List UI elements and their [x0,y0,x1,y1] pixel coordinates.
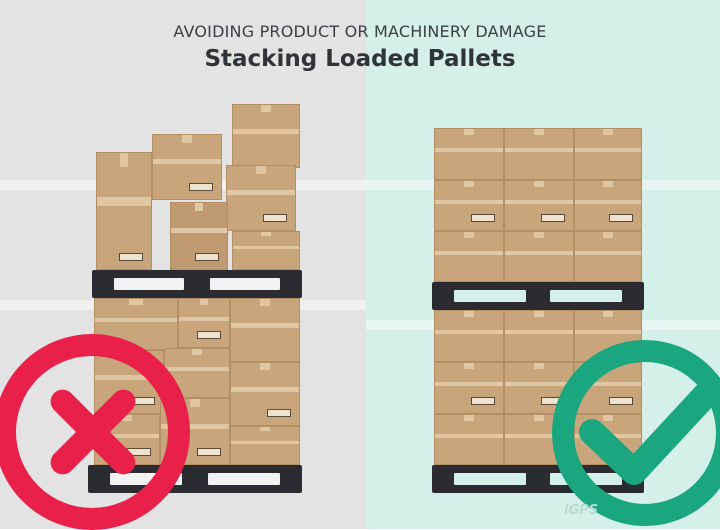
box [230,426,300,465]
box [504,128,574,180]
box [504,180,574,231]
box [96,152,152,270]
igps-logo: iGPS [564,503,599,518]
box [574,128,642,180]
box [152,134,222,200]
subtitle: AVOIDING PRODUCT OR MACHINERY DAMAGE [173,22,547,41]
pallet [432,282,644,310]
page-title: Stacking Loaded Pallets [204,46,516,72]
box [434,362,504,414]
box [434,310,504,362]
box [232,231,300,270]
box [434,180,504,231]
box [170,202,228,270]
box [434,414,504,465]
box [574,180,642,231]
pallet [92,270,302,298]
box [226,165,296,231]
box [574,231,642,282]
box [434,128,504,180]
box [178,298,230,348]
box [504,231,574,282]
box [230,298,300,362]
box [230,362,300,426]
box [434,231,504,282]
box [232,104,300,168]
box [504,310,574,362]
